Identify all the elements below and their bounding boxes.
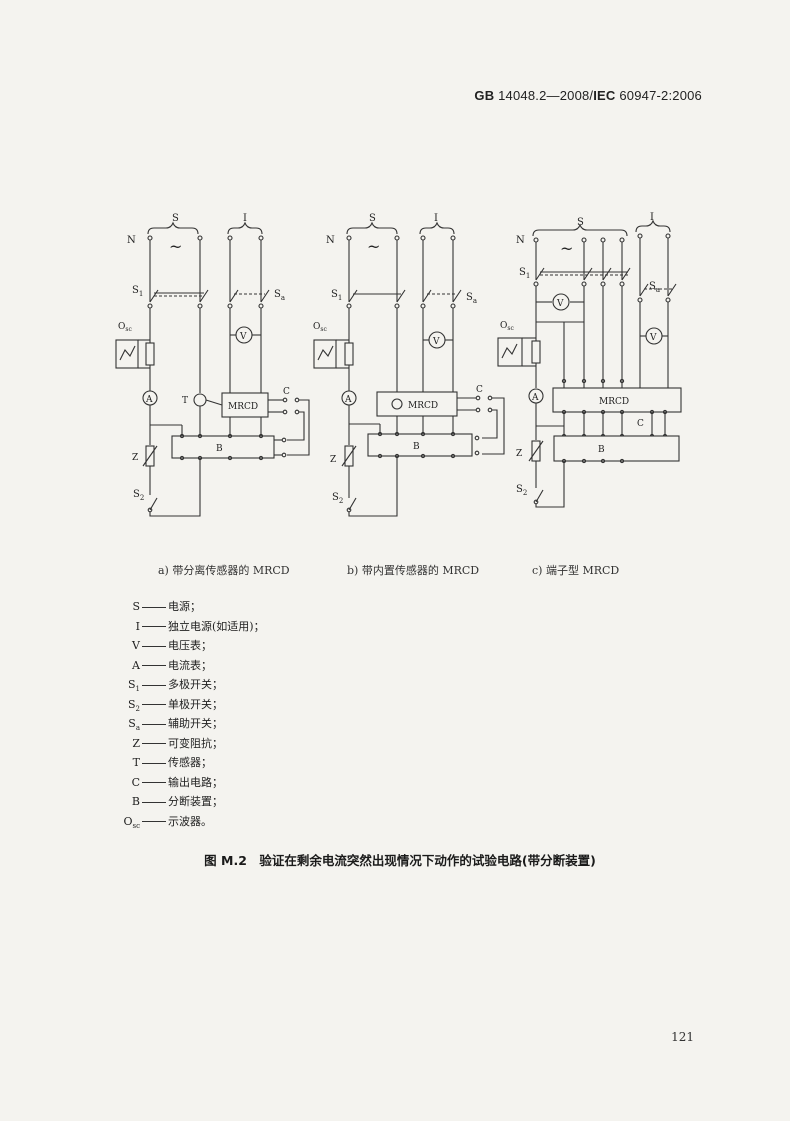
label-I: I	[650, 212, 654, 223]
caption-c: c) 端子型 MRCD	[532, 564, 620, 577]
label-Osc: Osc	[500, 321, 514, 332]
label-C: C	[476, 385, 483, 395]
label-B: B	[598, 445, 605, 455]
label-Osc: Osc	[118, 322, 132, 333]
label-V: V	[649, 333, 657, 343]
page-number: 121	[671, 1030, 694, 1044]
label-S2: S2	[332, 492, 343, 505]
label-V: V	[432, 337, 440, 347]
label-N: N	[326, 235, 335, 246]
label-V: V	[556, 299, 564, 309]
circuit-diagrams: N S I ~ S1 Sa V Osc	[115, 212, 682, 517]
tilde-symbol: ~	[169, 237, 182, 256]
label-A: A	[344, 395, 352, 405]
iec-prefix: IEC	[593, 88, 616, 103]
standard-prefix: GB	[474, 88, 495, 103]
label-MRCD: MRCD	[408, 401, 438, 411]
label-A: A	[531, 393, 539, 403]
label-I: I	[243, 213, 247, 224]
label-MRCD: MRCD	[599, 397, 629, 407]
label-B: B	[216, 444, 223, 454]
page-header: GB 14048.2—2008/IEC 60947-2:2006	[474, 88, 702, 103]
label-Sa: Sa	[649, 281, 660, 294]
label-S: S	[369, 213, 376, 224]
standard-number: 14048.2—2008/	[498, 88, 594, 103]
label-MRCD: MRCD	[228, 402, 258, 412]
label-S1: S1	[132, 285, 143, 298]
label-S: S	[577, 217, 584, 228]
label-S2: S2	[133, 489, 144, 502]
label-S2: S2	[516, 484, 527, 497]
label-S1: S1	[331, 289, 342, 302]
label-S: S	[172, 213, 179, 224]
label-T: T	[182, 396, 188, 406]
label-S1: S1	[519, 267, 530, 280]
label-Osc: Osc	[313, 322, 327, 333]
diagram-b: N S I ~ S1 Sa V Osc	[313, 213, 505, 517]
label-N: N	[516, 235, 525, 246]
label-Z: Z	[330, 455, 336, 465]
label-I: I	[434, 213, 438, 224]
label-Z: Z	[516, 449, 522, 459]
label-V: V	[239, 332, 247, 342]
caption-b: b) 带内置传感器的 MRCD	[347, 564, 480, 577]
label-N: N	[127, 235, 136, 246]
figure-title: 图 M.2 验证在剩余电流突然出现情况下动作的试验电路(带分断装置)	[204, 853, 596, 868]
label-C: C	[637, 419, 644, 429]
diagram-a: N S I ~ S1 Sa V Osc	[115, 213, 310, 517]
label-C: C	[283, 387, 290, 397]
label-Sa: Sa	[466, 292, 477, 305]
label-Z: Z	[132, 453, 138, 463]
tilde-symbol: ~	[560, 239, 573, 258]
iec-number: 60947-2:2006	[619, 88, 702, 103]
tilde-symbol: ~	[367, 237, 380, 256]
diagram-c: N S I ~ S1 Sa	[497, 212, 682, 508]
caption-a: a) 带分离传感器的 MRCD	[158, 564, 290, 577]
label-Sa: Sa	[274, 289, 285, 302]
label-B: B	[413, 442, 420, 452]
label-A: A	[145, 395, 153, 405]
